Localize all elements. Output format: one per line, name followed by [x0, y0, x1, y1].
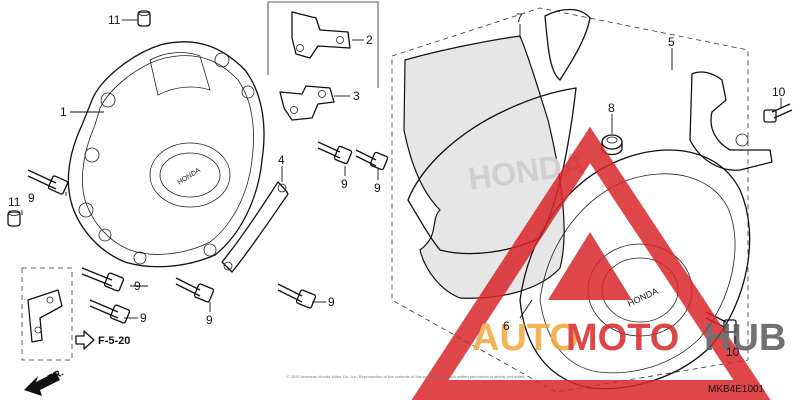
- page-ref: F-5-20: [75, 330, 130, 350]
- callout-9: 9: [206, 313, 213, 327]
- bolt-part: [27, 169, 69, 195]
- callout-9: 9: [140, 311, 147, 325]
- callout-8: 8: [608, 101, 615, 115]
- left-cover-logo: HONDA: [177, 167, 202, 187]
- bolt-part: [277, 283, 317, 309]
- callout-1: 1: [60, 105, 67, 119]
- bolt-part: [89, 299, 131, 324]
- bolt-part: [317, 141, 353, 165]
- callout-11: 11: [108, 13, 121, 27]
- bracket-part: [279, 85, 335, 121]
- callout-9: 9: [134, 279, 141, 293]
- callouts: 11 1 2 3 4 5 7 8 6 10 10 11 9 9 9 9 9 9 …: [8, 11, 786, 359]
- callout-9: 9: [28, 191, 35, 205]
- bolt-part: [355, 149, 389, 171]
- gasket-part: [221, 181, 289, 273]
- front-arrow-label: FR.: [46, 367, 66, 384]
- callout-10: 10: [726, 345, 740, 359]
- callout-11: 11: [8, 195, 21, 209]
- callout-10: 10: [772, 85, 786, 99]
- watermark-auto: AUTO: [472, 317, 579, 359]
- callout-3: 3: [353, 89, 360, 103]
- callout-4: 4: [278, 153, 285, 167]
- watermark-moto: MOTO: [566, 317, 679, 359]
- dowel-pin-part: [7, 210, 21, 227]
- inset-detail: [21, 267, 73, 361]
- leader-lines: [21, 19, 782, 344]
- callout-9: 9: [374, 181, 381, 195]
- callout-7: 7: [516, 11, 523, 25]
- bolt-part: [175, 277, 215, 303]
- page-ref-label: F-5-20: [98, 335, 130, 347]
- callout-2: 2: [366, 33, 373, 47]
- insulator-sheet-part: HONDA: [403, 8, 591, 299]
- bolt-part: [763, 103, 793, 123]
- front-arrow: FR.: [24, 367, 66, 396]
- callout-9: 9: [328, 295, 335, 309]
- callout-6: 6: [503, 319, 510, 333]
- watermark-hub: HUB: [704, 317, 786, 359]
- left-cover-part: HONDA: [67, 41, 265, 268]
- callout-9: 9: [341, 177, 348, 191]
- inset-box: [267, 1, 379, 88]
- bracket-part: [291, 11, 351, 59]
- dowel-pin-part: [137, 10, 151, 27]
- outer-cover-logo: HONDA: [626, 286, 660, 309]
- watermark: AUTO MOTO HUB: [411, 126, 786, 400]
- group-outline: [391, 7, 749, 393]
- bolt-part: [81, 267, 125, 292]
- part-code: MKB4E1001: [708, 384, 765, 395]
- callout-5: 5: [668, 35, 675, 49]
- copyright-note: © 2020 American Honda Motor Co., Inc. Re…: [287, 374, 526, 379]
